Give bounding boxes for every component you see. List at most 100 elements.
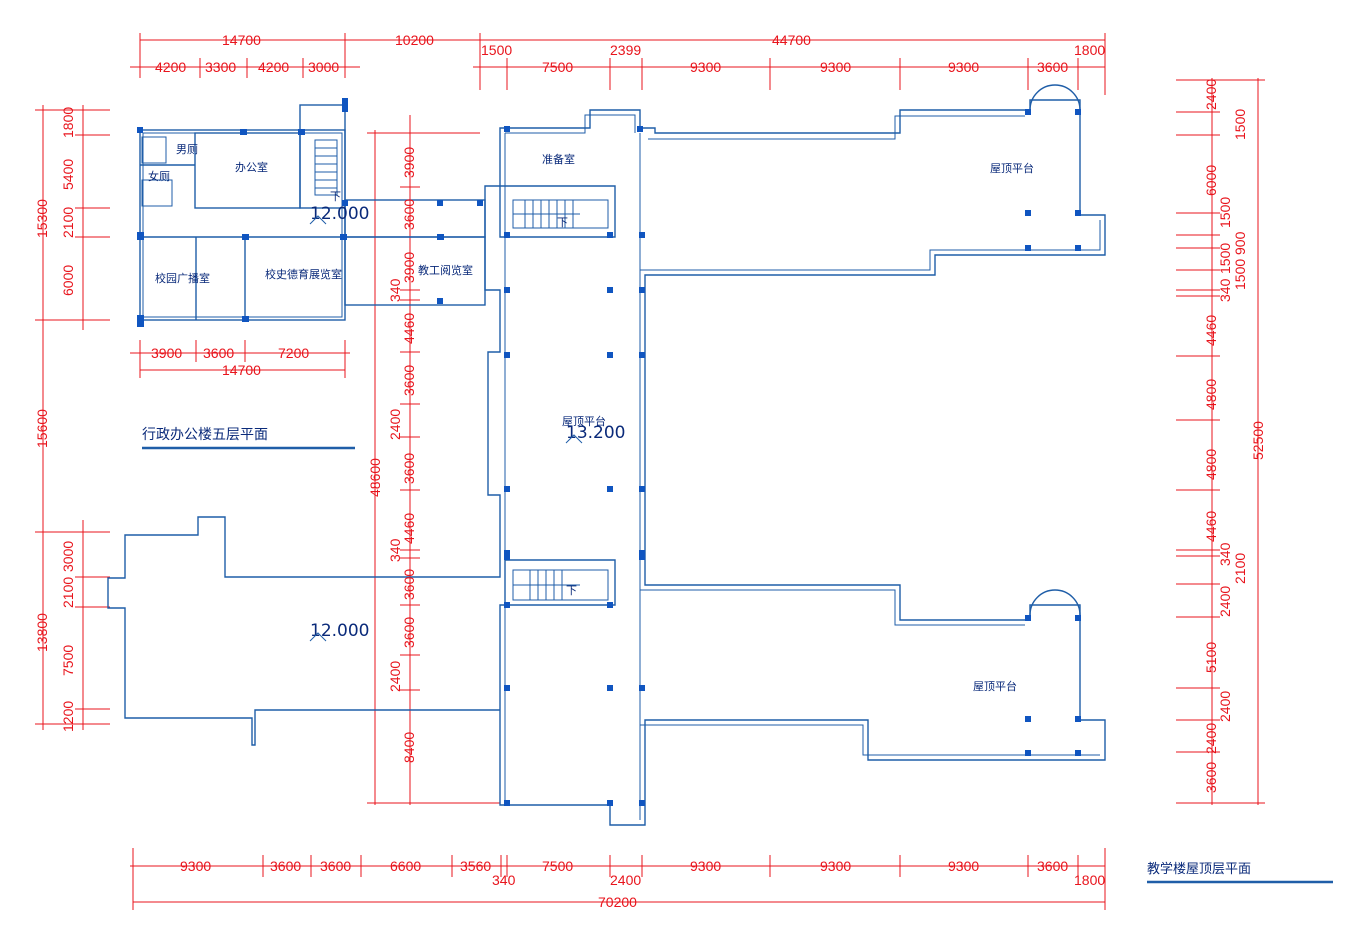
prep-room-label: 准备室 (542, 152, 575, 166)
level-admin-top: 12.000 (310, 204, 369, 224)
dim-right-inner: 900 (1232, 231, 1248, 255)
dim-left-bottom-inner: 7500 (60, 645, 76, 676)
dim-right-inner: 340 (1217, 278, 1233, 302)
dim-top-admin: 3000 (308, 59, 339, 75)
dim-bottom-inner: 7500 (542, 858, 573, 874)
dim-left-outer: 15300 (34, 199, 50, 238)
dim-bottom-inner: 3600 (270, 858, 301, 874)
building-walls (107, 84, 1106, 826)
dim-right-inner: 2400 (1203, 723, 1219, 754)
level-admin-bottom: 12.000 (310, 621, 369, 641)
dim-left-bottom-inner: 1200 (60, 701, 76, 732)
dim-left-top-inner: 5400 (60, 159, 76, 190)
dim-right-inner: 2400 (1203, 79, 1219, 110)
dim-mid-inner: 3600 (401, 569, 417, 600)
broadcast-room-label: 校园广播室 (155, 271, 210, 285)
dim-mid-inner: 2400 (387, 409, 403, 440)
dim-top-admin: 4200 (155, 59, 186, 75)
dim-top-teaching: 9300 (690, 59, 721, 75)
dim-left-top-inner: 1800 (60, 107, 76, 138)
dim-top-teaching: 1500 (481, 42, 512, 58)
roof-terrace-top-label: 屋顶平台 (990, 161, 1034, 175)
dim-left-bottom-inner: 3000 (60, 541, 76, 572)
dim-admin-below: 7200 (278, 345, 309, 361)
dim-top-admin: 3300 (205, 59, 236, 75)
dim-bottom-inner: 3600 (1037, 858, 1068, 874)
stair-down-arrow-3: 下 (566, 584, 577, 597)
dim-right-inner: 3600 (1203, 762, 1219, 793)
dim-mid-inner: 8400 (401, 732, 417, 763)
dim-mid-inner: 3600 (401, 365, 417, 396)
admin-plan-title: 行政办公楼五层平面 (142, 427, 268, 443)
dim-mid-inner: 340 (387, 278, 403, 302)
teaching-plan-title: 教学楼屋顶层平面 (1147, 861, 1251, 877)
dim-top-teaching: 9300 (948, 59, 979, 75)
dim-top-teaching: 1800 (1074, 42, 1105, 58)
stair-down-arrow-2: 下 (557, 216, 568, 229)
dim-mid-inner: 340 (387, 538, 403, 562)
level-marks: 12.000 13.200 12.000 (309, 204, 625, 642)
dim-right-inner: 4460 (1203, 315, 1219, 346)
dim-left-top-inner: 2100 (60, 207, 76, 238)
female-wc-label: 女厕 (148, 169, 170, 183)
dim-mid-inner: 3900 (401, 147, 417, 178)
dim-right-inner: 4460 (1203, 511, 1219, 542)
roof-terrace-bottom-label: 屋顶平台 (973, 679, 1017, 693)
office-label: 办公室 (235, 160, 268, 174)
dim-admin-below: 3600 (203, 345, 234, 361)
dim-mid-inner: 3600 (401, 617, 417, 648)
dim-left-bottom-inner: 2100 (60, 577, 76, 608)
dim-top-teaching: 9300 (820, 59, 851, 75)
dim-mid-inner: 2400 (387, 661, 403, 692)
exhibition-room-label: 校史德育展览室 (265, 267, 342, 281)
dim-right-inner: 1500 (1217, 197, 1233, 228)
dim-bottom-inner: 340 (492, 872, 516, 888)
staff-reading-room-label: 教工阅览室 (418, 263, 473, 277)
dim-mid-inner: 4460 (401, 313, 417, 344)
dim-bottom-inner: 3560 (460, 858, 491, 874)
dim-bottom-inner: 9300 (690, 858, 721, 874)
dimension-lines (35, 33, 1265, 910)
dim-mid-inner: 3900 (401, 252, 417, 283)
dim-right-inner: 6000 (1203, 165, 1219, 196)
dim-right-inner: 340 (1217, 542, 1233, 566)
dim-right-inner: 2400 (1217, 691, 1233, 722)
dim-bottom-inner: 9300 (948, 858, 979, 874)
dim-mid-inner: 3600 (401, 453, 417, 484)
dim-left-top-inner: 6000 (60, 265, 76, 296)
dim-top-teaching: 3600 (1037, 59, 1068, 75)
dim-bottom-inner: 3600 (320, 858, 351, 874)
dim-top-overall: 44700 (772, 32, 811, 48)
dim-bottom-inner: 6600 (390, 858, 421, 874)
dim-top-overall: 10200 (395, 32, 434, 48)
roof-terrace-center-label: 屋顶平台 (562, 414, 606, 428)
dim-top-overall: 14700 (222, 32, 261, 48)
dim-bottom-inner: 9300 (820, 858, 851, 874)
dim-top-teaching: 7500 (542, 59, 573, 75)
dim-right-inner: 5100 (1203, 642, 1219, 673)
dim-bottom-inner: 1800 (1074, 872, 1105, 888)
dim-mid-total: 48600 (367, 458, 383, 497)
dim-bottom-inner: 2400 (610, 872, 641, 888)
dim-right-inner: 1500 (1232, 109, 1248, 140)
dim-right-inner: 4800 (1203, 379, 1219, 410)
structural-columns (137, 98, 1081, 806)
room-labels: 男厕 女厕 办公室 校园广播室 校史德育展览室 教工阅览室 准备室 屋顶平台 屋… (148, 143, 1034, 693)
stair-down-arrow-1: 下 (330, 190, 341, 203)
dim-left-outer: 15600 (34, 409, 50, 448)
plan-titles: 行政办公楼五层平面 教学楼屋顶层平面 (142, 427, 1333, 884)
dimension-labels: 14700 10200 44700 4200 3300 4200 3000 15… (34, 32, 1266, 910)
level-center: 13.200 (566, 423, 625, 443)
dim-bottom-total: 70200 (598, 894, 637, 910)
dim-mid-inner: 4460 (401, 513, 417, 544)
dim-right-inner: 2400 (1217, 586, 1233, 617)
dim-admin-below: 14700 (222, 362, 261, 378)
dim-admin-below: 3900 (151, 345, 182, 361)
male-wc-label: 男厕 (176, 143, 198, 156)
dim-right-inner: 1500 (1232, 259, 1248, 290)
dim-mid-inner: 3600 (401, 199, 417, 230)
dim-left-outer: 13800 (34, 613, 50, 652)
dim-bottom-inner: 9300 (180, 858, 211, 874)
dim-right-inner: 2100 (1232, 553, 1248, 584)
